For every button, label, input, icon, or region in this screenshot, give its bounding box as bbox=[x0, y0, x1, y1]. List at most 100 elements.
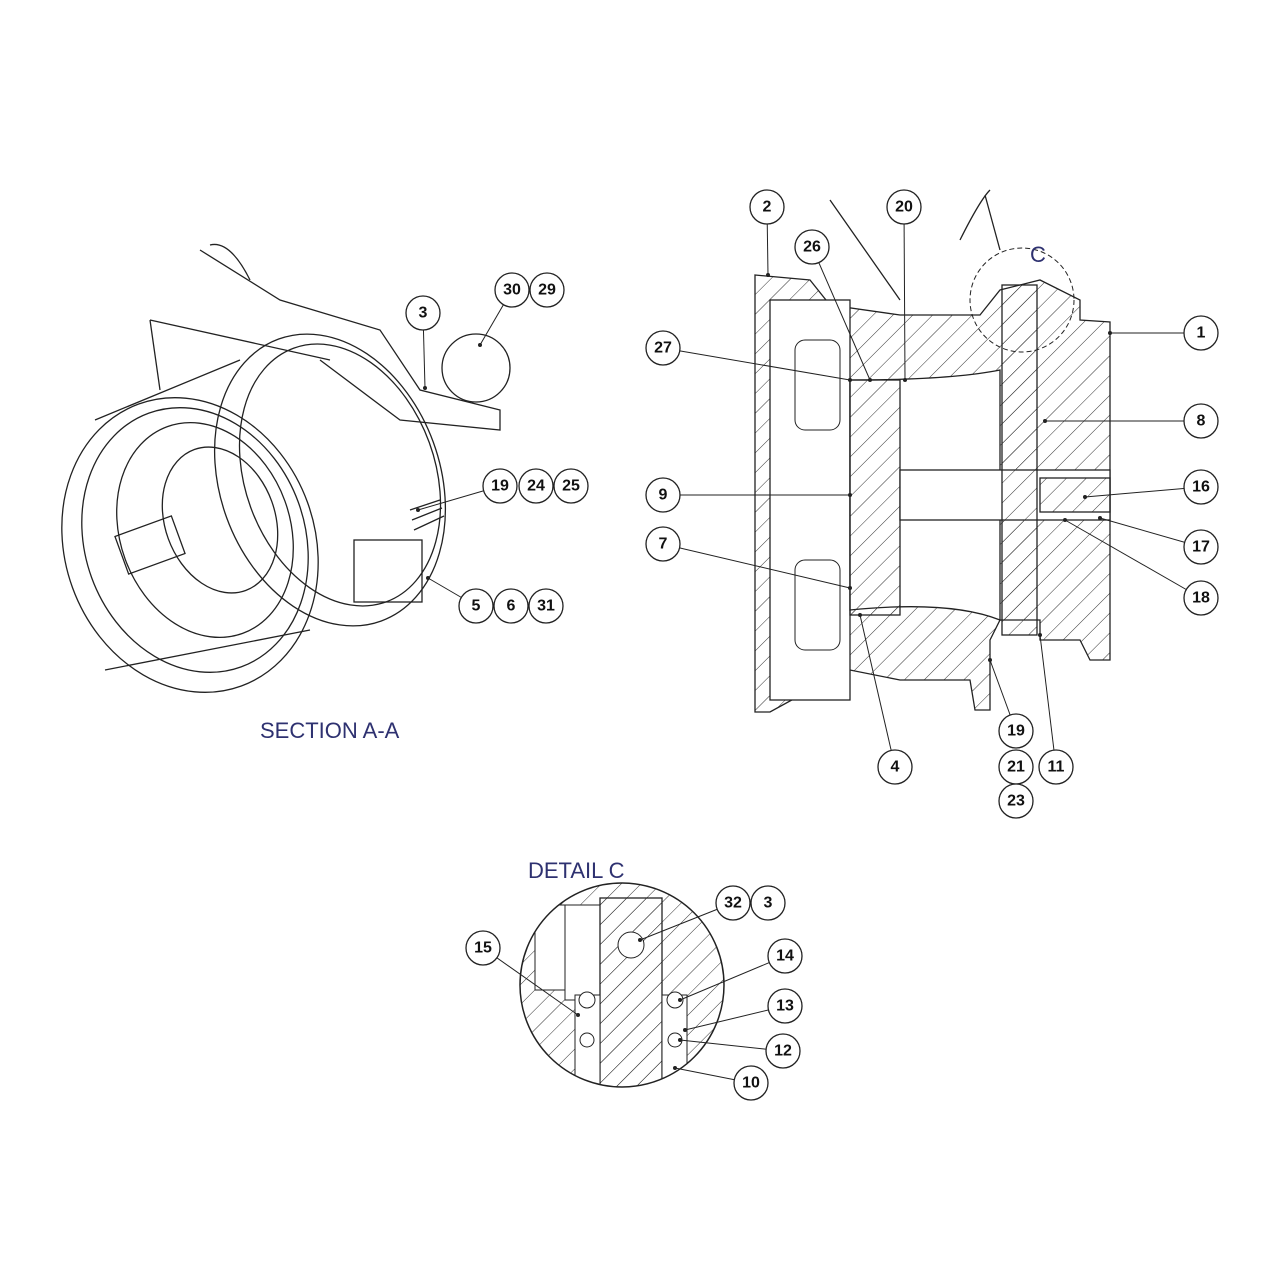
balloon-number: 29 bbox=[538, 282, 556, 299]
balloon-number: 19 bbox=[1007, 723, 1025, 740]
leader-arrow bbox=[1063, 518, 1067, 522]
balloon bbox=[1183, 529, 1219, 565]
balloon-number: 11 bbox=[1048, 759, 1065, 776]
leader-arrow bbox=[1043, 419, 1047, 423]
balloon bbox=[645, 330, 681, 366]
balloon bbox=[998, 783, 1034, 819]
leader-arrow bbox=[903, 378, 907, 382]
leader-arrow bbox=[858, 613, 862, 617]
balloon bbox=[645, 526, 681, 562]
balloon-number: 1 bbox=[1197, 325, 1206, 342]
leader-arrow bbox=[416, 508, 420, 512]
balloon bbox=[553, 468, 589, 504]
balloon bbox=[886, 189, 922, 225]
balloon-number: 20 bbox=[895, 199, 913, 216]
leader-line bbox=[662, 347, 851, 381]
balloon bbox=[529, 272, 565, 308]
balloon-number: 5 bbox=[472, 598, 481, 615]
balloon bbox=[1183, 315, 1219, 351]
balloon bbox=[767, 988, 803, 1024]
balloon bbox=[482, 468, 518, 504]
balloon-number: 32 bbox=[724, 895, 742, 912]
balloon-number: 6 bbox=[507, 598, 516, 615]
leader-arrow bbox=[988, 658, 992, 662]
balloon bbox=[794, 229, 830, 265]
balloon-number: 14 bbox=[776, 948, 794, 965]
leader-arrow bbox=[848, 378, 852, 382]
balloon-number: 30 bbox=[503, 282, 521, 299]
leader-line bbox=[811, 246, 871, 381]
leader-arrow bbox=[638, 938, 642, 942]
leader-line bbox=[482, 947, 579, 1016]
balloon-number: 26 bbox=[803, 239, 821, 256]
leader-arrow bbox=[766, 273, 770, 277]
balloon-number: 12 bbox=[774, 1043, 792, 1060]
balloon bbox=[765, 1033, 801, 1069]
balloon bbox=[715, 885, 751, 921]
leader-arrow bbox=[1108, 331, 1112, 335]
balloon-number: 17 bbox=[1192, 539, 1210, 556]
leader-line bbox=[679, 955, 786, 1001]
leader-line bbox=[1064, 519, 1202, 599]
balloon bbox=[750, 885, 786, 921]
balloon bbox=[767, 938, 803, 974]
leader-line bbox=[859, 614, 896, 768]
balloon-number: 16 bbox=[1192, 479, 1210, 496]
balloon bbox=[1183, 469, 1219, 505]
leader-arrow bbox=[868, 378, 872, 382]
balloon bbox=[465, 930, 501, 966]
balloon-number: 13 bbox=[776, 998, 794, 1015]
detail-c-view bbox=[519, 882, 725, 1088]
leader-arrow bbox=[576, 1013, 580, 1017]
balloon-number: 21 bbox=[1007, 759, 1025, 776]
leader-arrow bbox=[1083, 495, 1087, 499]
balloon bbox=[405, 295, 441, 331]
leader-arrow bbox=[426, 576, 430, 580]
balloon bbox=[518, 468, 554, 504]
balloon-number: 31 bbox=[537, 598, 555, 615]
balloon-number: 19 bbox=[491, 478, 509, 495]
isometric-view bbox=[61, 243, 511, 693]
leader-arrow bbox=[1098, 516, 1102, 520]
balloon bbox=[749, 189, 785, 225]
balloon bbox=[494, 272, 530, 308]
leader-arrow bbox=[478, 343, 482, 347]
leader-line bbox=[1084, 486, 1202, 498]
balloon bbox=[733, 1065, 769, 1101]
leader-arrow bbox=[848, 586, 852, 590]
leader-arrow bbox=[848, 493, 852, 497]
leader-arrow bbox=[423, 386, 427, 390]
leader-arrow bbox=[678, 998, 682, 1002]
leader-line bbox=[662, 543, 851, 589]
leader-arrow bbox=[683, 1028, 687, 1032]
balloon-number: 23 bbox=[1007, 793, 1025, 810]
balloon bbox=[645, 477, 681, 513]
balloon-number: 8 bbox=[1197, 413, 1206, 430]
balloon-number: 3 bbox=[764, 895, 773, 912]
balloon-number: 10 bbox=[742, 1075, 760, 1092]
balloon-number: 7 bbox=[659, 536, 668, 553]
balloon-number: 25 bbox=[562, 478, 580, 495]
balloon bbox=[1183, 580, 1219, 616]
leader-arrow bbox=[1038, 633, 1042, 637]
balloon bbox=[877, 749, 913, 785]
detail-title: DETAIL C bbox=[528, 858, 625, 883]
balloon bbox=[493, 588, 529, 624]
leader-arrow bbox=[678, 1038, 682, 1042]
leader-arrow bbox=[673, 1066, 677, 1070]
section-view bbox=[754, 189, 1111, 713]
detail-c-marker: C bbox=[1030, 242, 1046, 267]
leader-line bbox=[1039, 634, 1057, 768]
balloon-number: 18 bbox=[1192, 590, 1210, 607]
balloon bbox=[528, 588, 564, 624]
balloon bbox=[1038, 749, 1074, 785]
balloon bbox=[458, 588, 494, 624]
leader-line bbox=[903, 206, 906, 381]
balloon-number: 15 bbox=[474, 940, 492, 957]
balloon-number: 9 bbox=[659, 487, 668, 504]
balloon bbox=[998, 713, 1034, 749]
balloon-number: 27 bbox=[654, 340, 672, 357]
balloon-number: 24 bbox=[527, 478, 545, 495]
